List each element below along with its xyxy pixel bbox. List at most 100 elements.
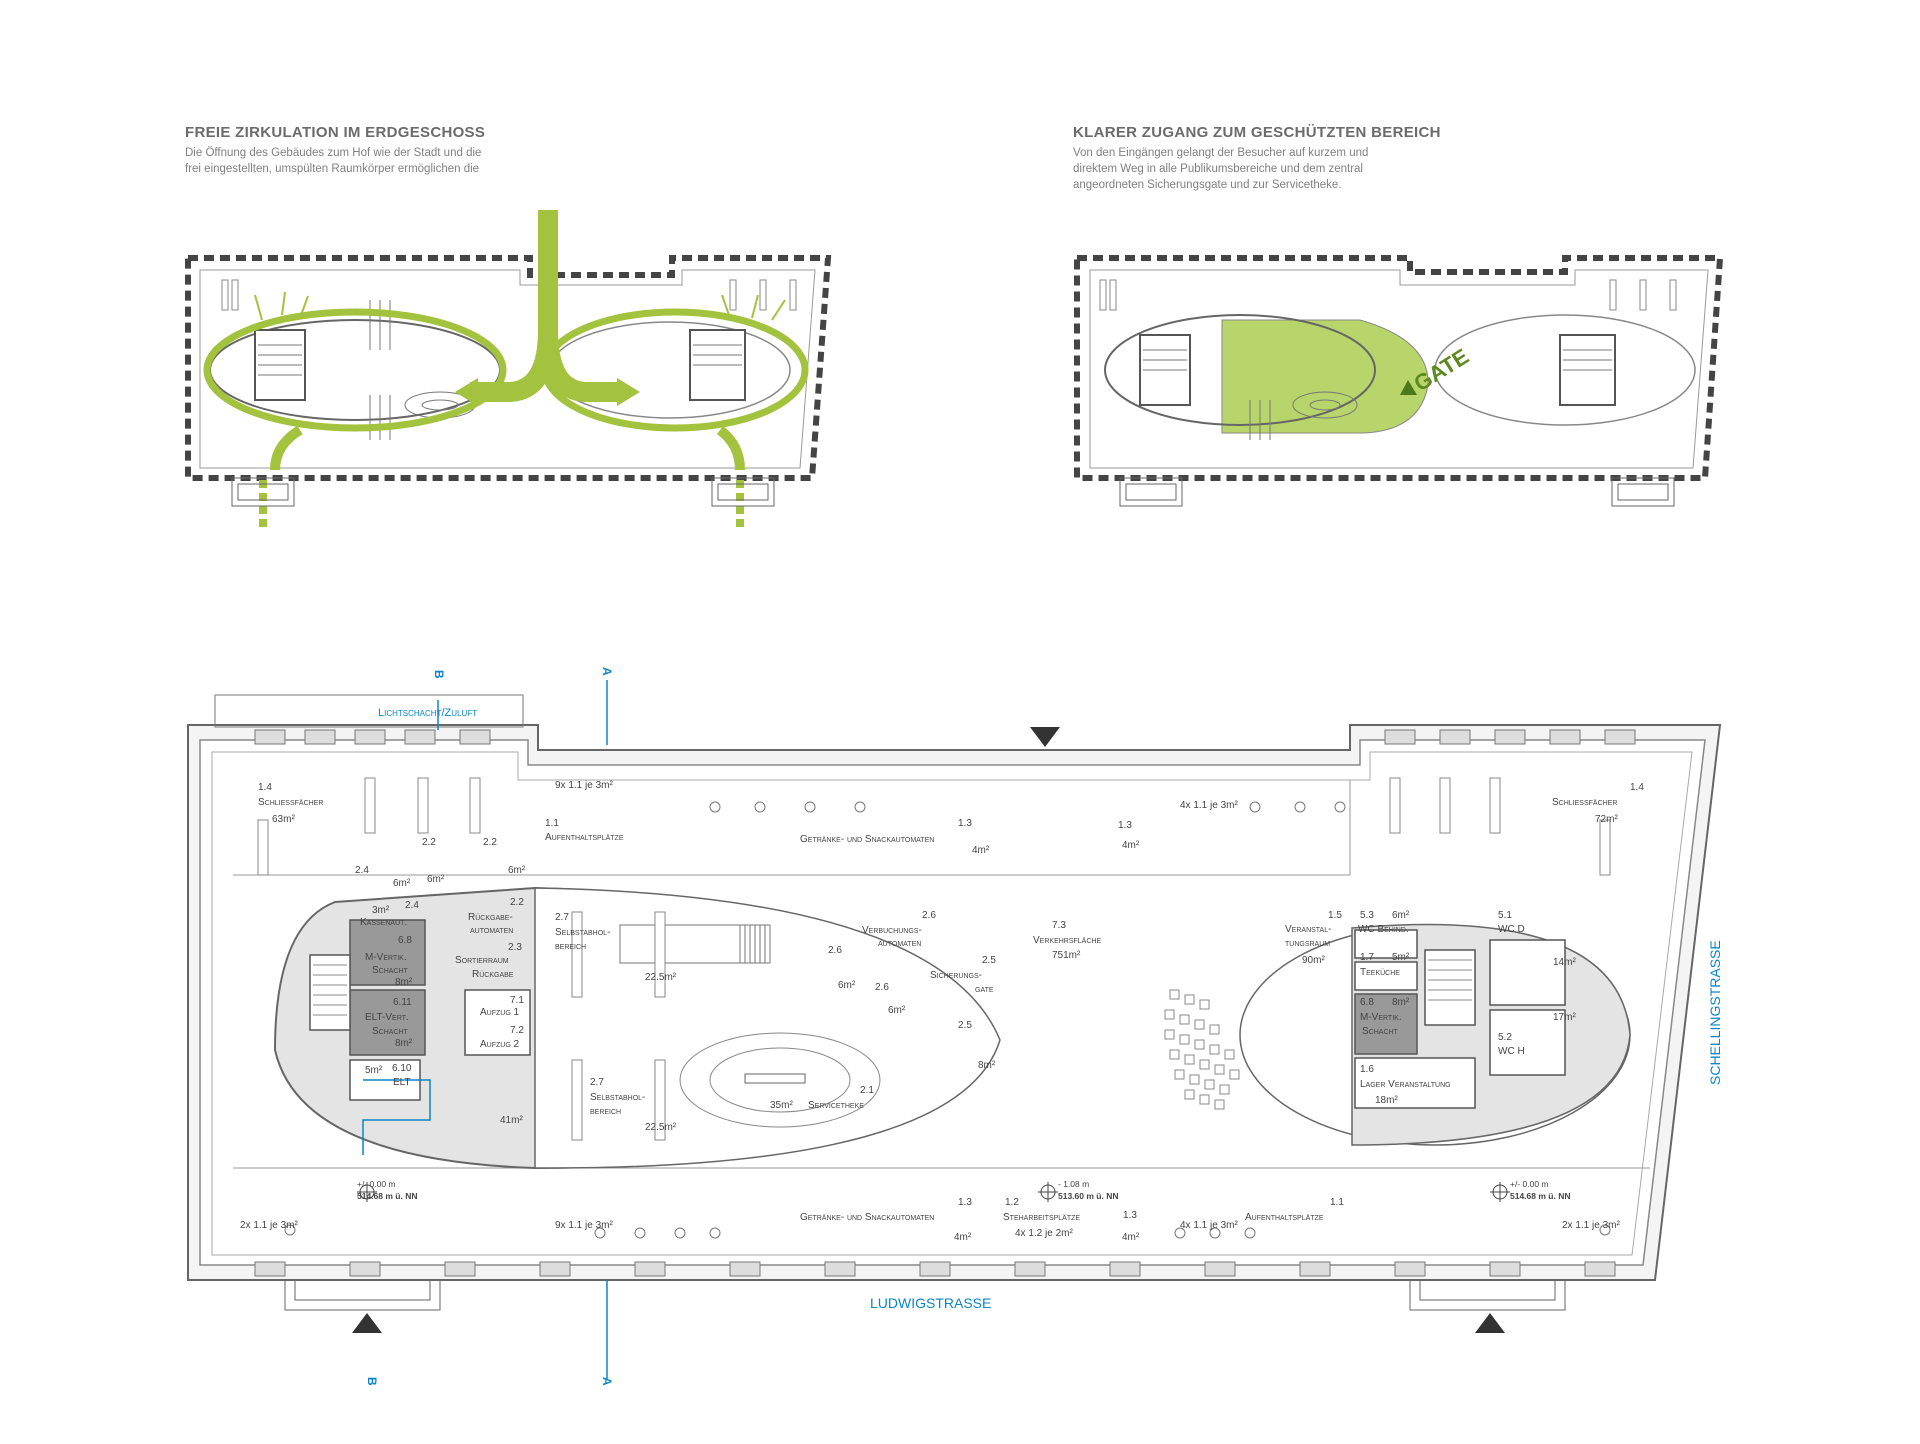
label: 6m² xyxy=(888,1005,906,1016)
label: 18m² xyxy=(1375,1095,1398,1106)
left-text-line1: Die Öffnung des Gebäudes zum Hof wie der… xyxy=(185,147,482,159)
left-diagram-header: FREIE ZIRKULATION IM ERDGESCHOSS Die Öff… xyxy=(185,124,585,177)
label: Schliessfächer xyxy=(1552,797,1617,808)
label: Verbuchungs- xyxy=(862,925,922,936)
main-floor-plan: Lichtschacht/Zuluft xyxy=(187,667,1723,1386)
street-ludwigstrasse: LUDWIGSTRASSE xyxy=(870,1295,991,1311)
right-diagram-text: Von den Eingängen gelangt der Besucher a… xyxy=(1073,145,1473,193)
label: 751m² xyxy=(1052,950,1081,961)
label: 2.5 xyxy=(958,1020,972,1031)
label: 4m² xyxy=(972,845,990,856)
label: 2.2 xyxy=(422,837,436,848)
label: Schliessfächer xyxy=(258,797,323,808)
label: 5m² xyxy=(365,1065,383,1076)
label: Getränke- und Snackautomaten xyxy=(800,1212,934,1223)
label: 8m² xyxy=(395,977,413,988)
right-text-line3: angeordneten Sicherungsgate und zur Serv… xyxy=(1073,179,1342,191)
label: 22.5m² xyxy=(645,972,677,983)
label: 1.1 xyxy=(545,818,559,829)
label: WC Behind. xyxy=(1358,924,1409,935)
right-text-line2: direktem Weg in alle Publikumsbereiche u… xyxy=(1073,163,1363,175)
gate-label: GATE xyxy=(1409,344,1473,397)
label: 8m² xyxy=(395,1038,413,1049)
left-text-line2: frei eingestellten, umspülten Raumkörper… xyxy=(185,163,480,175)
label: 1.5 xyxy=(1328,910,1342,921)
right-text-line1: Von den Eingängen gelangt der Besucher a… xyxy=(1073,147,1369,159)
label: 5.1 xyxy=(1498,910,1512,921)
label: Kassenaut. xyxy=(360,917,407,928)
label: 2.4 xyxy=(355,865,369,876)
label: 4m² xyxy=(1122,1232,1140,1243)
label: automaten xyxy=(878,938,921,949)
label: Selbstabhol- xyxy=(555,927,610,938)
label: 14m² xyxy=(1553,957,1576,968)
label: Servicetheke xyxy=(808,1100,864,1111)
label: 2x 1.1 je 3m² xyxy=(240,1220,298,1231)
label: 3m² xyxy=(372,905,390,916)
label: 1.2 xyxy=(1005,1197,1019,1208)
label: 6.8 xyxy=(1360,997,1374,1008)
label: 514.68 m ü. NN xyxy=(357,1191,417,1201)
label: 2.4 xyxy=(405,900,419,911)
label: Steharbeitsplätze xyxy=(1003,1212,1080,1223)
label: 72m² xyxy=(1595,814,1618,825)
label: 7.1 xyxy=(510,995,524,1006)
left-circulation-diagram xyxy=(185,210,832,530)
label: 6m² xyxy=(427,874,445,885)
left-diagram-text: Die Öffnung des Gebäudes zum Hof wie der… xyxy=(185,145,585,177)
label: 5.3 xyxy=(1360,910,1374,921)
label: 4x 1.1 je 3m² xyxy=(1180,1220,1238,1231)
section-b-top: B xyxy=(432,670,446,679)
label: 2.2 xyxy=(510,897,524,908)
label: 4x 1.1 je 3m² xyxy=(1180,800,1238,811)
label: +/- 0.00 m xyxy=(1510,1179,1549,1189)
right-access-diagram: GATE xyxy=(1074,255,1724,507)
label: 90m² xyxy=(1302,955,1325,966)
label: 8m² xyxy=(1392,997,1410,1008)
label: 63m² xyxy=(272,814,295,825)
label: 513.60 m ü. NN xyxy=(1058,1191,1118,1201)
label: 2.6 xyxy=(922,910,936,921)
label: Teeküche xyxy=(1360,967,1400,978)
label: +/- 0.00 m xyxy=(357,1179,396,1189)
label: 5m² xyxy=(1392,952,1410,963)
label: 1.3 xyxy=(1123,1210,1137,1221)
label: 17m² xyxy=(1553,1012,1576,1023)
label: 1.7 xyxy=(1360,952,1374,963)
label: WC D xyxy=(1498,924,1525,935)
label: Aufenthaltsplätze xyxy=(545,832,624,843)
label: automaten xyxy=(470,925,513,936)
label: ELT-Vert. xyxy=(365,1012,409,1023)
label: 6m² xyxy=(508,865,526,876)
label: 2x 1.1 je 3m² xyxy=(1562,1220,1620,1231)
section-b-bottom: B xyxy=(365,1377,379,1386)
label: M-Vertik. xyxy=(1360,1012,1402,1023)
label: 6m² xyxy=(1392,910,1410,921)
label: Lager Veranstaltung xyxy=(1360,1079,1451,1090)
label: 7.3 xyxy=(1052,920,1066,931)
label: tungsraum xyxy=(1285,938,1330,949)
label: bereich xyxy=(555,941,586,952)
label: WC H xyxy=(1498,1046,1525,1057)
label: 2.6 xyxy=(828,945,842,956)
label: Rückgabe xyxy=(472,969,514,980)
label: 2.7 xyxy=(555,912,569,923)
left-diagram-title: FREIE ZIRKULATION IM ERDGESCHOSS xyxy=(185,124,486,141)
label: bereich xyxy=(590,1106,621,1117)
label: 1.6 xyxy=(1360,1064,1374,1075)
label: M-Vertik. xyxy=(365,952,407,963)
label: 22.5m² xyxy=(645,1122,677,1133)
label: 6m² xyxy=(838,980,856,991)
label: 4m² xyxy=(954,1232,972,1243)
label: 2.2 xyxy=(483,837,497,848)
section-a-top: A xyxy=(600,667,614,676)
label: 4m² xyxy=(1122,840,1140,851)
label: 41m² xyxy=(500,1115,523,1126)
label: 9x 1.1 je 3m² xyxy=(555,1220,613,1231)
label: 2.7 xyxy=(590,1077,604,1088)
label: 6m² xyxy=(393,878,411,889)
label: 9x 1.1 je 3m² xyxy=(555,780,613,791)
label: 4x 1.2 je 2m² xyxy=(1015,1228,1073,1239)
label: 8m² xyxy=(978,1060,996,1071)
label: 6.11 xyxy=(393,997,412,1008)
